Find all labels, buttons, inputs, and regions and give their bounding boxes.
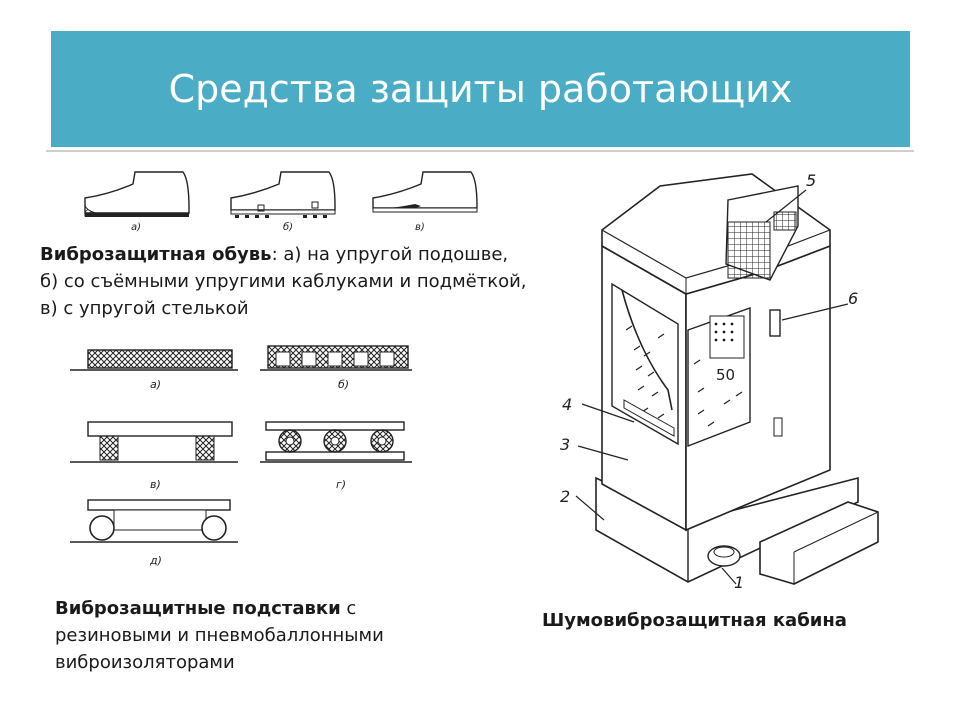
callout-1: 1 bbox=[734, 573, 744, 592]
cabin-panel-value: 50 bbox=[716, 366, 735, 384]
stand-label-c: в) bbox=[150, 478, 161, 491]
callout-2: 2 bbox=[560, 487, 570, 506]
title-bar: Средства защиты работающих bbox=[51, 31, 910, 147]
shoes-caption-title: Виброзащитная обувь bbox=[40, 244, 272, 265]
callout-6: 6 bbox=[848, 289, 858, 308]
shoes-caption: Виброзащитная обувь: а) на упругой подош… bbox=[40, 241, 530, 322]
shoe-b: б) bbox=[230, 171, 336, 233]
vibration-shoes-illustration: а) б) в) bbox=[84, 171, 478, 233]
cabin-caption-title: Шумовиброзащитная кабина bbox=[542, 610, 847, 631]
slide-title: Средства защиты работающих bbox=[168, 67, 793, 111]
stand-label-d: г) bbox=[336, 478, 346, 491]
shoe-c: в) bbox=[372, 171, 478, 233]
callout-5: 5 bbox=[806, 171, 816, 190]
shoe-label-b: б) bbox=[283, 221, 293, 233]
stand-label-e: д) bbox=[149, 554, 162, 567]
noise-vibration-cabin-illustration: 50 1 2 3 4 5 6 bbox=[560, 171, 879, 592]
shoe-a: а) bbox=[84, 171, 190, 233]
stands-caption: Виброзащитные подставки с резиновыми и п… bbox=[55, 595, 445, 676]
stand-e: д) bbox=[70, 499, 238, 567]
stand-d: г) bbox=[260, 421, 412, 491]
callout-3: 3 bbox=[560, 435, 570, 454]
stand-c: в) bbox=[70, 421, 238, 491]
shoe-label-a: а) bbox=[131, 222, 141, 233]
stand-a: а) bbox=[70, 349, 238, 391]
stands-caption-title: Виброзащитные подставки bbox=[55, 598, 341, 619]
vibration-stands-illustration: а) б) в) г) д) bbox=[70, 345, 412, 567]
stand-label-b: б) bbox=[338, 378, 349, 391]
cabin-caption: Шумовиброзащитная кабина bbox=[542, 607, 872, 634]
title-divider bbox=[46, 150, 914, 152]
stand-label-a: а) bbox=[150, 378, 161, 391]
callout-4: 4 bbox=[562, 395, 572, 414]
stand-b: б) bbox=[260, 345, 412, 391]
shoe-label-c: в) bbox=[415, 222, 425, 233]
shoes-caption-text: : а) на упругой подошве, б) со съёмными … bbox=[40, 244, 527, 319]
stands-caption-text: с резиновыми и пневмобаллонными виброизо… bbox=[55, 598, 384, 673]
